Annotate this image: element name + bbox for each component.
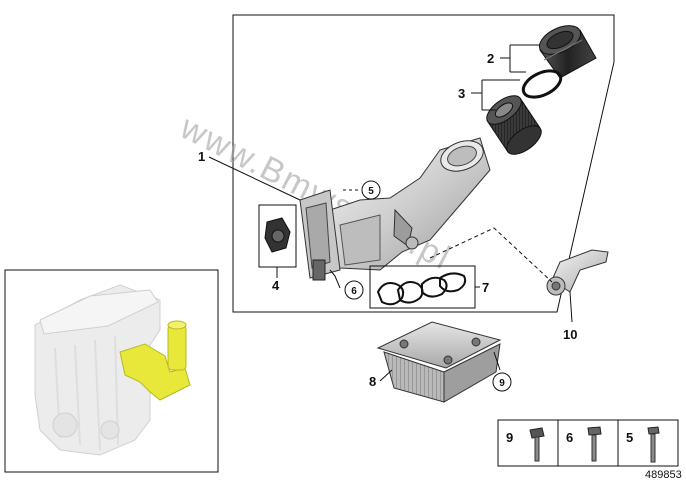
legend-label-5: 5 <box>626 430 633 445</box>
svg-text:6: 6 <box>351 286 357 297</box>
callout-label-8: 8 <box>369 374 376 389</box>
oil-filter-element-part <box>486 95 542 155</box>
oil-cooler-part <box>376 321 502 403</box>
gasket-set-part <box>369 265 476 309</box>
hardware-legend: 9 6 5 <box>497 419 679 467</box>
leader-lines <box>208 44 573 382</box>
legend-label-9: 9 <box>506 430 513 445</box>
callout-label-4: 4 <box>272 278 280 293</box>
callout-circle-6: 6 <box>344 280 364 300</box>
bolt-icon <box>529 427 545 462</box>
callout-label-1: 1 <box>198 149 205 164</box>
bolt-icon <box>647 426 660 463</box>
dashed-leader-10 <box>429 227 553 283</box>
callout-label-3: 3 <box>458 86 465 101</box>
legend-label-6: 6 <box>566 430 573 445</box>
document-number: 489853 <box>645 469 682 481</box>
oil-filter-housing-part <box>299 137 491 281</box>
oil-filter-cap-part <box>538 25 597 79</box>
svg-text:5: 5 <box>368 186 374 197</box>
callout-label-2: 2 <box>487 51 494 66</box>
o-ring-part <box>521 69 563 99</box>
callout-label-10: 10 <box>563 327 577 342</box>
callout-label-7: 7 <box>482 280 489 295</box>
engine-block-illustration <box>34 284 161 456</box>
oil-pipe-part <box>546 249 609 296</box>
callout-circle-5: 5 <box>361 180 381 200</box>
bolt-icon <box>587 426 602 462</box>
sensor-part <box>258 204 297 268</box>
group-frame <box>232 14 615 313</box>
svg-text:9: 9 <box>499 378 505 389</box>
callout-circle-9: 9 <box>492 372 512 392</box>
highlighted-oil-filter-housing <box>119 320 191 401</box>
